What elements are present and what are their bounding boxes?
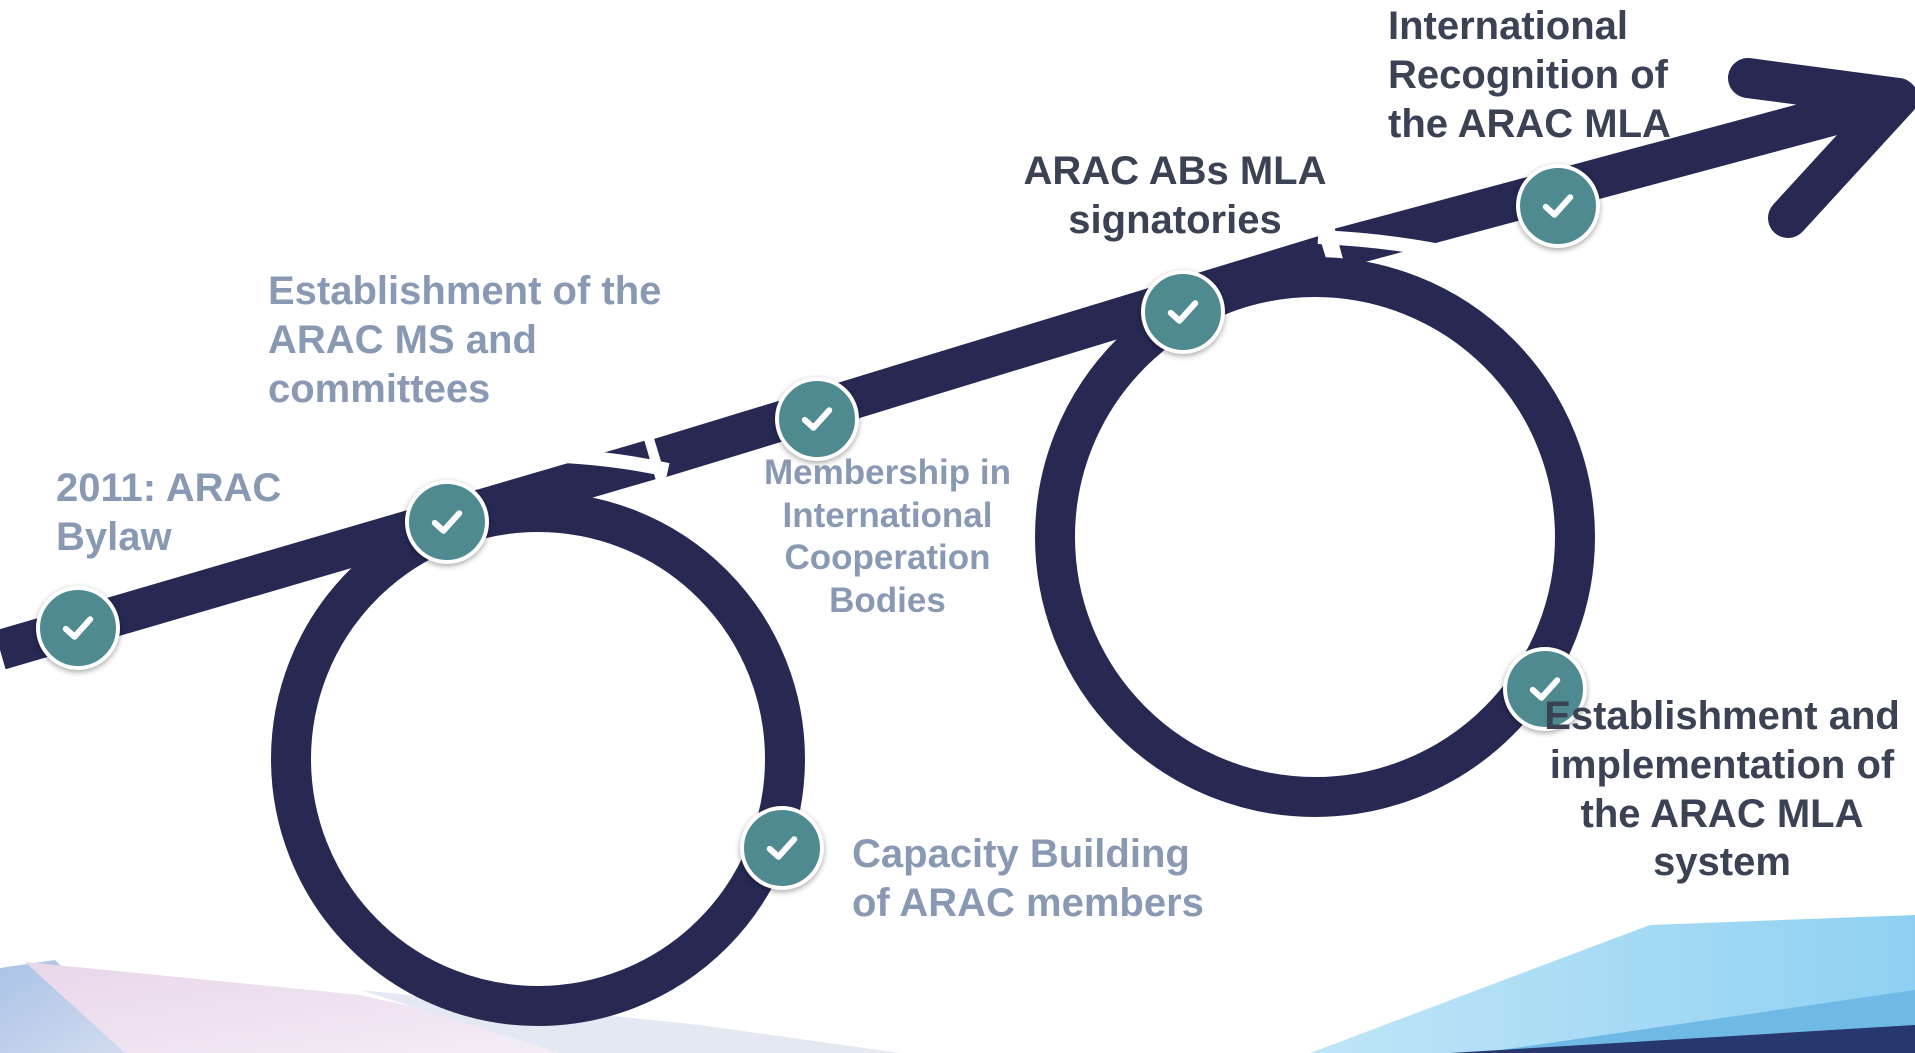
- milestone-capacity-check-icon: [740, 806, 824, 890]
- label-bylaw: 2011: ARAC Bylaw: [56, 466, 282, 559]
- crossing-1: [524, 448, 670, 477]
- check-icon: [1542, 194, 1574, 218]
- bg-shape-left-pink: [25, 962, 620, 1053]
- path-segment-3: [1334, 78, 1904, 268]
- milestone-membership-check-icon: [775, 377, 859, 461]
- label-abs-signatories: ARAC ABs MLA signatories: [1023, 149, 1327, 242]
- label-mla-system: Establishment and implementation of the …: [1544, 694, 1900, 885]
- check-icon: [431, 510, 463, 534]
- bg-shape-right-dark: [1450, 1025, 1915, 1053]
- label-membership: Membership in International Cooperation …: [764, 453, 1011, 621]
- label-capacity: Capacity Building of ARAC members: [852, 832, 1204, 925]
- milestone-bylaw-check-icon: [36, 586, 120, 670]
- check-icon: [1529, 677, 1561, 701]
- check-icon: [62, 616, 94, 640]
- crossing-2: [1317, 230, 1457, 261]
- label-recognition: International Recognition of the ARAC ML…: [1388, 4, 1671, 146]
- background-shapes: [0, 915, 1915, 1053]
- arrow-head: [1728, 58, 1915, 238]
- milestone-mla-system-check-icon: [1503, 647, 1587, 731]
- loop-1: [271, 492, 805, 1026]
- milestone-ms-committees-check-icon: [405, 480, 489, 564]
- label-ms-committees: Establishment of the ARAC MS and committ…: [268, 269, 662, 411]
- check-icon: [801, 407, 833, 431]
- roadmap-path: [0, 58, 1915, 1026]
- path-crossings: [524, 230, 1457, 477]
- check-icon: [766, 836, 798, 860]
- milestone-recognition-check-icon: [1516, 164, 1600, 248]
- loop-2: [1035, 257, 1595, 817]
- milestone-abs-signatories-check-icon: [1141, 270, 1225, 354]
- check-icon: [1167, 300, 1199, 324]
